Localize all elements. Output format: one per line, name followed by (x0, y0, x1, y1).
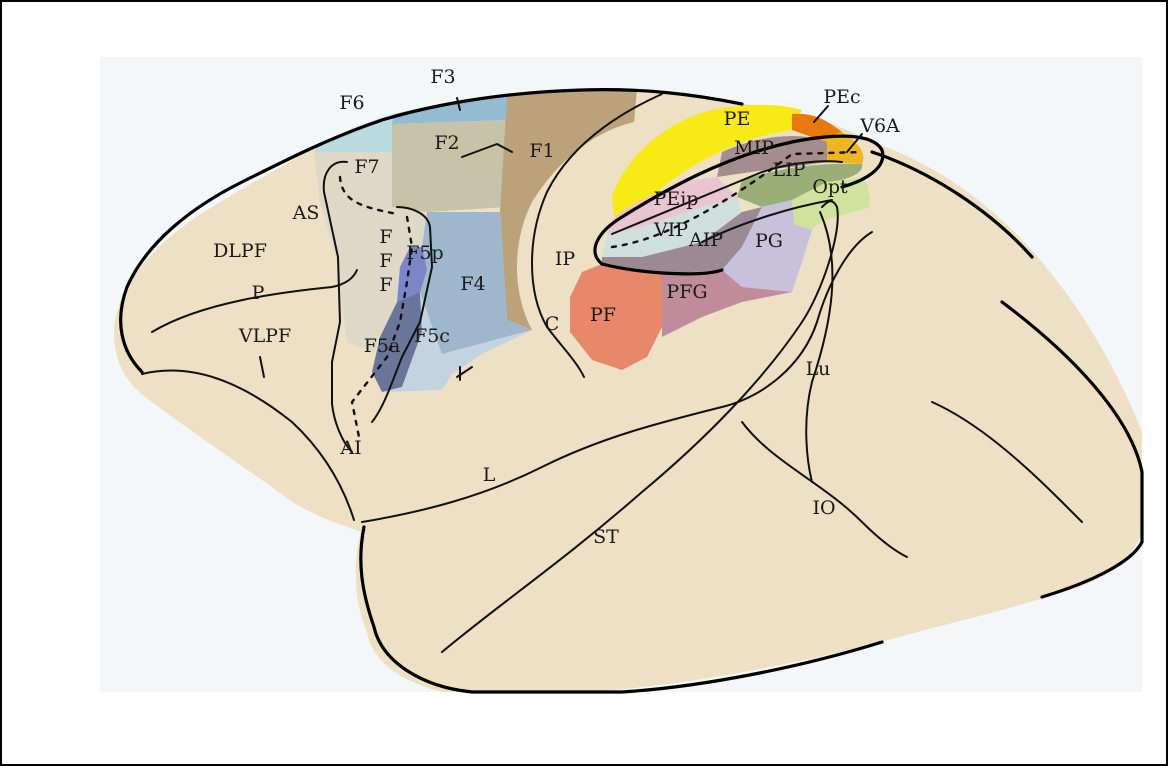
label-Lu: Lu (806, 358, 831, 380)
label-AI: AI (339, 437, 361, 459)
label-P: P (252, 282, 265, 304)
label-PE: PE (724, 108, 751, 130)
label-F5p: F5p (406, 242, 443, 264)
label-Opt: Opt (812, 176, 848, 198)
label-LIP: LIP (773, 159, 806, 181)
label-AS: AS (292, 202, 320, 224)
label-PFG: PFG (666, 281, 707, 303)
label-F5c: F5c (414, 325, 450, 347)
label-F4: F4 (460, 273, 485, 295)
label-MIP: MIP (734, 137, 774, 159)
label-F1: F1 (529, 140, 554, 162)
label-PF: PF (590, 304, 616, 326)
label-AIP: AIP (688, 229, 723, 251)
label-PG: PG (755, 230, 783, 252)
label-VIP: VIP (653, 219, 688, 241)
label-IO: IO (812, 497, 835, 519)
label-PEip: PEip (654, 188, 699, 210)
label-F-1: F (379, 226, 392, 248)
label-F-3: F (379, 274, 392, 296)
label-L: L (483, 464, 496, 486)
label-F3: F3 (430, 66, 455, 88)
label-VLPF: VLPF (238, 325, 291, 347)
label-C: C (545, 313, 560, 335)
label-F5a: F5a (364, 335, 401, 357)
label-V6A: V6A (859, 115, 900, 137)
label-F2: F2 (434, 132, 459, 154)
label-IP: IP (555, 248, 576, 270)
label-F7: F7 (354, 156, 379, 178)
label-PEc: PEc (823, 86, 860, 108)
label-F6: F6 (339, 92, 364, 114)
label-ST: ST (593, 526, 619, 548)
label-DLPF: DLPF (213, 240, 267, 262)
label-F-2: F (379, 250, 392, 272)
